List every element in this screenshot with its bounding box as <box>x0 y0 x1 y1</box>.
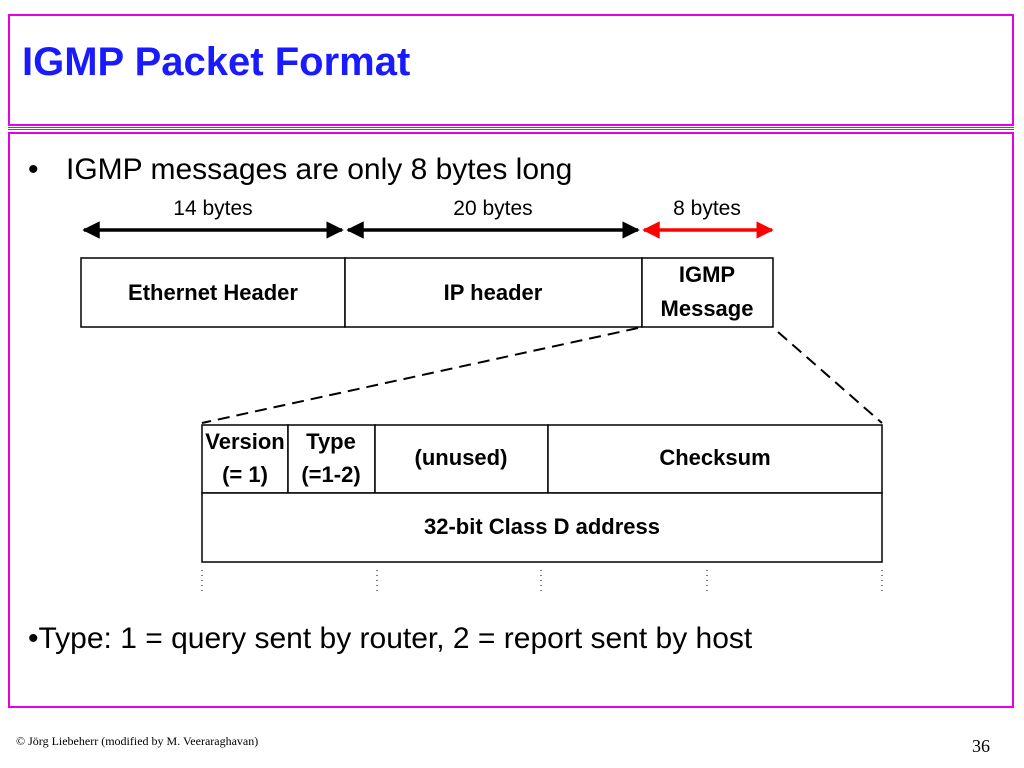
ethernet-header-label: Ethernet Header <box>128 280 298 305</box>
ip-header-label: IP header <box>444 280 543 305</box>
ip-header-box <box>344 257 643 328</box>
igmp-label-line1: IGMP <box>679 262 735 287</box>
bullet-type-explanation: •Type: 1 = query sent by router, 2 = rep… <box>28 622 753 655</box>
bullet-marker: • <box>28 153 39 186</box>
checksum-label: Checksum <box>659 445 770 470</box>
bullet-igmp-size: • IGMP messages are only 8 bytes long <box>28 155 572 185</box>
type-label-line2: (=1-2) <box>301 462 360 487</box>
slide-title: IGMP Packet Format <box>22 40 411 84</box>
ethernet-header-box <box>80 257 346 328</box>
divider-line <box>8 129 1014 130</box>
divider-line <box>8 127 1014 128</box>
version-label-line1: Version <box>205 429 284 454</box>
page-number: 36 <box>972 736 990 756</box>
unused-field-box <box>374 424 549 494</box>
address-field-box <box>201 492 883 563</box>
checksum-field-box <box>547 424 883 494</box>
dimension-label-ip: 20 bytes <box>453 197 532 220</box>
zoom-line-left <box>201 327 639 424</box>
unused-label: (unused) <box>415 445 508 470</box>
content-frame <box>8 132 1014 708</box>
dimension-label-ethernet: 14 bytes <box>173 197 252 220</box>
version-field-box <box>201 424 289 494</box>
type-label-line1: Type <box>306 429 356 454</box>
zoom-line-right <box>777 331 883 424</box>
version-label-line2: (= 1) <box>222 462 268 487</box>
igmp-message-box <box>641 257 774 328</box>
igmp-label-line2: Message <box>661 296 754 321</box>
bullet-text: IGMP messages are only 8 bytes long <box>66 153 573 186</box>
title-frame <box>8 14 1014 126</box>
address-label: 32-bit Class D address <box>424 514 660 539</box>
dimension-label-igmp: 8 bytes <box>673 197 741 220</box>
footer-credit: © Jörg Liebeherr (modified by M. Veerara… <box>16 734 259 748</box>
